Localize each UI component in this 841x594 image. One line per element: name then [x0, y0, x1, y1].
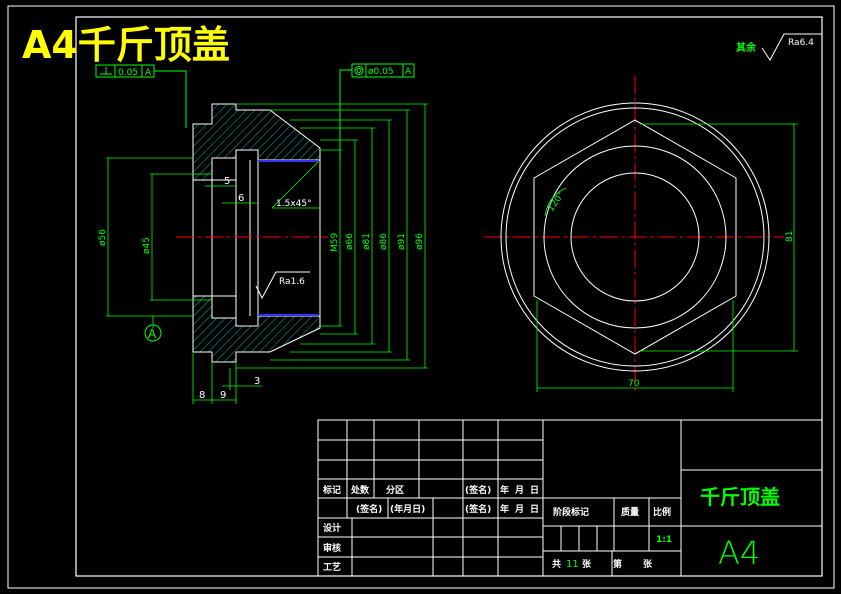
height-dim: 81 — [785, 231, 795, 242]
datum-label: A — [148, 327, 157, 341]
tb-day-3: 日 — [530, 504, 539, 515]
tb-sign-3: (签名) — [465, 503, 491, 515]
perpendicularity-value: 0.05 — [118, 68, 138, 78]
tb-label-mark: 标记 — [322, 484, 341, 496]
tb-role-process: 工艺 — [323, 561, 341, 573]
tb-date-2: (年月日) — [390, 503, 425, 515]
dim-right-2: ø81 — [362, 233, 372, 250]
chamfer-label: 1.5x45° — [276, 199, 312, 209]
dim-bottom-0: 8 — [199, 390, 205, 401]
dim-bottom-1: 9 — [220, 390, 226, 401]
drawing-title: A4千斤顶盖 — [22, 23, 230, 67]
tb-stage-label: 阶段标记 — [553, 506, 589, 518]
concentricity-value: ø0.05 — [368, 67, 394, 77]
tb-year-3: 年 — [500, 503, 509, 515]
width-dim: 70 — [628, 379, 640, 389]
dim-right-0: M59 — [330, 233, 340, 252]
tb-role-design: 设计 — [323, 522, 341, 534]
dim-bottom-2: 3 — [254, 376, 260, 387]
angle-label: 120° — [546, 190, 567, 214]
roughness-symbol-icon — [761, 33, 822, 61]
tb-sheet-prefix: 共 — [552, 558, 561, 570]
datum-symbol — [144, 324, 162, 342]
tb-sheet-unit: 张 — [582, 558, 592, 570]
section-view: ø56 ø45 A 5 6 1.5x45° Ra1.6 — [98, 103, 428, 404]
concentricity-datum: A — [405, 67, 412, 77]
tb-role-review: 审核 — [323, 542, 341, 554]
roughness-note-value: Ra6.4 — [788, 38, 814, 48]
inner-roughness-label: Ra1.6 — [279, 277, 305, 287]
dim-right-5: ø96 — [415, 233, 425, 250]
dim-right-3: ø86 — [379, 233, 389, 250]
dim-inner-1: 6 — [238, 193, 244, 204]
tb-month-3: 月 — [514, 504, 524, 515]
tb-scale-label: 比例 — [653, 506, 671, 518]
outer-frame — [7, 5, 835, 589]
perpendicularity-frame — [95, 64, 187, 128]
tb-label-count: 处数 — [350, 484, 370, 496]
dim-left-1: ø45 — [142, 237, 152, 254]
tb-sheet-of: 第 — [613, 558, 622, 570]
dim-right-4: ø91 — [397, 233, 407, 250]
concentricity-frame — [339, 63, 415, 160]
tb-day-1: 日 — [530, 485, 539, 496]
tb-sheet-unit2: 张 — [643, 558, 653, 570]
inner-roughness-icon — [255, 271, 310, 300]
tb-sheet-total: 11 — [566, 559, 579, 570]
tb-mass-label: 质量 — [621, 506, 639, 518]
tb-sign-2: (签名) — [356, 503, 382, 515]
title-block — [317, 419, 823, 577]
tb-part-name: 千斤顶盖 — [700, 485, 780, 509]
top-view: 120° 81 70 — [484, 76, 798, 392]
tb-size: A4 — [718, 534, 760, 572]
perpendicularity-datum: A — [145, 68, 152, 78]
tb-sign-1: (签名) — [465, 484, 491, 496]
dim-left-0: ø56 — [98, 229, 108, 246]
tb-year-1: 年 — [500, 484, 509, 496]
tb-scale-value: 1:1 — [656, 535, 672, 545]
dim-right-1: ø66 — [345, 233, 355, 250]
roughness-note-label: 其余 — [736, 41, 757, 54]
tb-month-1: 月 — [514, 485, 524, 496]
tb-label-zone: 分区 — [386, 484, 404, 496]
dim-inner-0: 5 — [224, 176, 230, 187]
